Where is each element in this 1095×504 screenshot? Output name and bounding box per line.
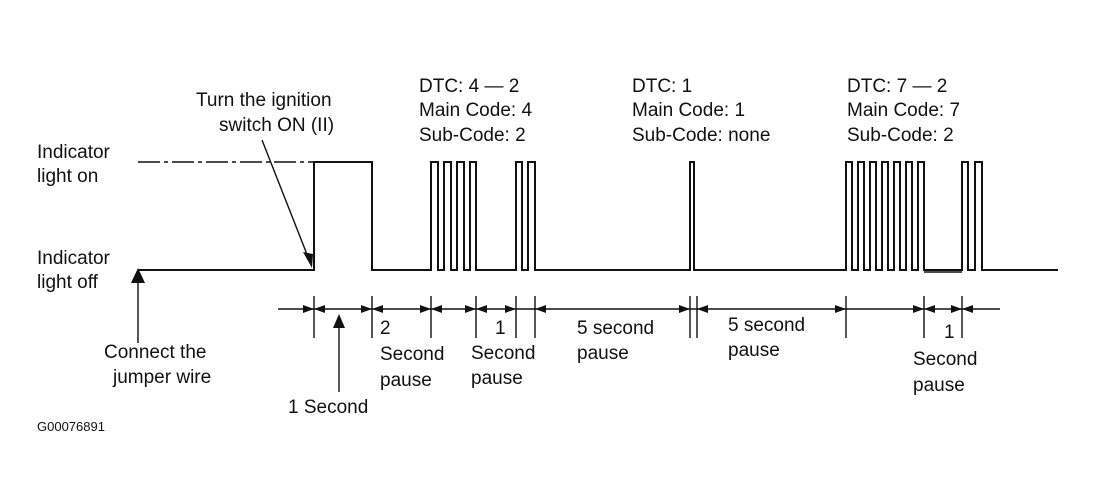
dtc-sub-code: Sub-Code: 2: [419, 125, 526, 146]
arrowhead-right-icon: [913, 305, 924, 313]
dtc-title: DTC: 7 — 2: [847, 76, 947, 97]
arrowhead-left-icon: [924, 305, 935, 313]
arrowhead-left-icon: [314, 305, 325, 313]
pause-line1: Second: [380, 344, 444, 365]
dtc-main-code: Main Code: 7: [847, 100, 960, 121]
dtc-block-7-2: DTC: 7 — 2 Main Code: 7 Sub-Code: 2: [847, 76, 960, 146]
dtc-title: DTC: 1: [632, 76, 692, 97]
pause-line2: pause: [913, 375, 965, 396]
jumper-label-line2: jumper wire: [112, 367, 211, 388]
pause-line2: pause: [728, 340, 780, 361]
ignition-label-line1: Turn the ignition: [196, 90, 332, 111]
dtc-sub-code: Sub-Code: 2: [847, 125, 954, 146]
dtc-main-code: Main Code: 1: [632, 100, 745, 121]
ignition-pointer-line: [261, 139, 311, 263]
arrowhead-right-icon: [835, 305, 846, 313]
pause-number: 1: [944, 322, 955, 343]
arrowhead-right-icon: [420, 305, 431, 313]
pause-label-3: 5 second pause: [577, 318, 654, 364]
arrowhead-right-icon: [303, 305, 314, 313]
pause-line1: Second: [471, 343, 535, 364]
pause-line1: Second: [913, 349, 977, 370]
ignition-label-line2: switch ON (II): [219, 115, 334, 136]
timing-measurement-row: [278, 296, 1000, 338]
pause-label-1: 2 Second pause: [380, 318, 444, 391]
pause-line1: 5 second: [577, 318, 654, 339]
pause-line2: pause: [380, 370, 432, 391]
jumper-label-line1: Connect the: [104, 342, 206, 363]
pause-line2: pause: [577, 343, 629, 364]
ignition-pointer-arrowhead: [303, 252, 313, 268]
arrowhead-right-icon: [505, 305, 516, 313]
pause-label-4: 5 second pause: [728, 315, 805, 361]
pause-line1: 5 second: [728, 315, 805, 336]
pause-label-2: 1 Second pause: [471, 318, 535, 389]
arrowhead-right-icon: [951, 305, 962, 313]
dtc-sub-code: Sub-Code: none: [632, 125, 770, 146]
pause-number: 2: [380, 318, 391, 339]
indicator-off-label-line1: Indicator: [37, 248, 111, 269]
arrowhead-left-icon: [962, 305, 973, 313]
dtc-block-1: DTC: 1 Main Code: 1 Sub-Code: none: [632, 76, 770, 146]
indicator-on-label-line2: light on: [37, 166, 98, 187]
pause-label-5: 1 Second pause: [913, 322, 977, 396]
arrowhead-left-icon: [431, 305, 442, 313]
arrowhead-left-icon: [535, 305, 546, 313]
dtc-main-code: Main Code: 4: [419, 100, 532, 121]
indicator-off-label-line2: light off: [37, 272, 99, 293]
pause-number: 1: [495, 318, 506, 339]
arrowhead-right-icon: [361, 305, 372, 313]
pause-line2: pause: [471, 368, 523, 389]
one-second-arrow-up-icon: [333, 314, 345, 328]
one-second-label: 1 Second: [288, 397, 368, 418]
arrowhead-left-icon: [372, 305, 383, 313]
arrowhead-left-icon: [697, 305, 708, 313]
indicator-waveform: [138, 161, 1058, 271]
arrowhead-left-icon: [476, 305, 487, 313]
jumper-arrow-up-icon: [131, 268, 145, 283]
figure-id: G00076891: [37, 419, 105, 434]
indicator-on-label-line1: Indicator: [37, 142, 111, 163]
arrowhead-right-icon: [679, 305, 690, 313]
dtc-title: DTC: 4 — 2: [419, 76, 519, 97]
dtc-block-4-2: DTC: 4 — 2 Main Code: 4 Sub-Code: 2: [419, 76, 532, 146]
arrowhead-right-icon: [465, 305, 476, 313]
